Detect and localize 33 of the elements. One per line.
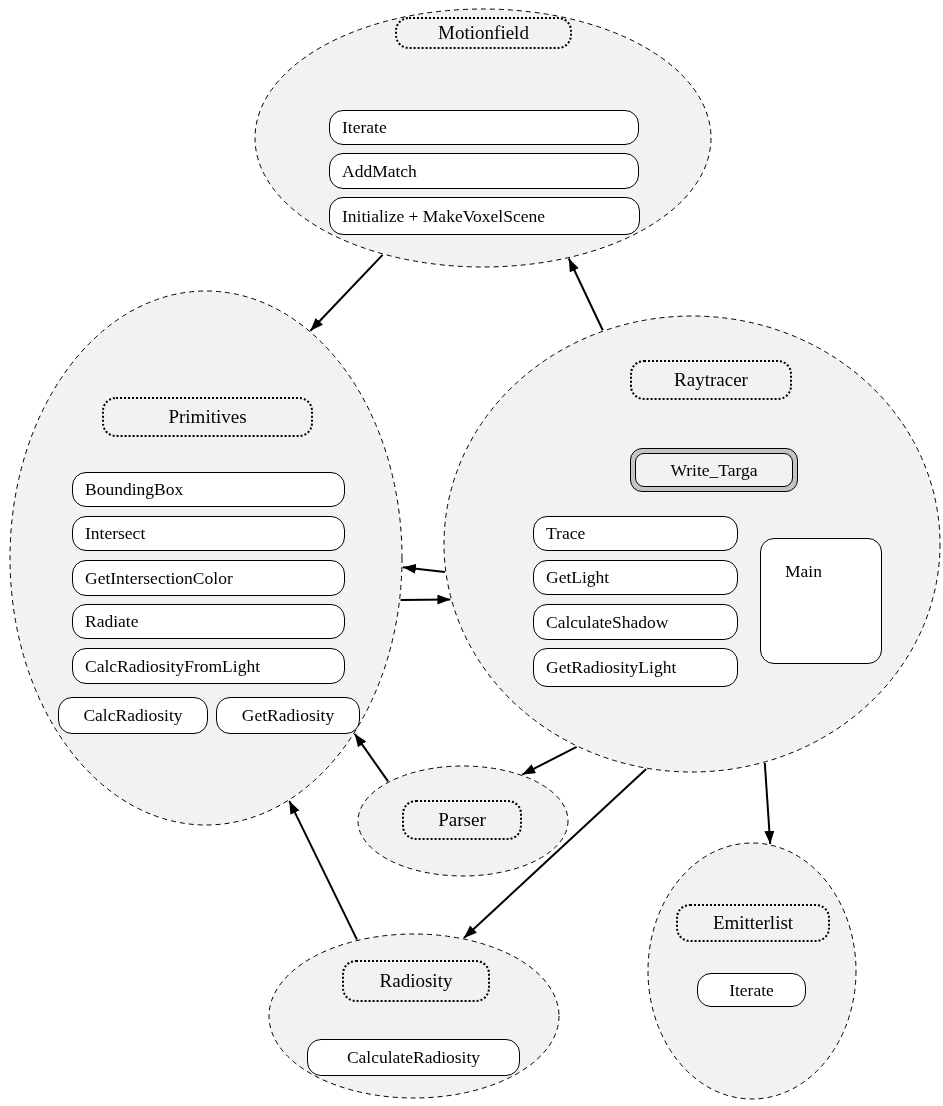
function-box: Radiate — [72, 604, 345, 639]
output-function-box: Write_Targa — [630, 448, 798, 492]
module-title: Emitterlist — [676, 904, 830, 942]
module-title: Parser — [402, 800, 522, 840]
arrow — [309, 253, 384, 332]
module-title: Motionfield — [395, 17, 572, 49]
arrow — [399, 594, 452, 605]
arrow — [763, 762, 775, 845]
function-box: BoundingBox — [72, 472, 345, 507]
function-box: Initialize + MakeVoxelScene — [329, 197, 640, 235]
function-box: Iterate — [697, 973, 806, 1007]
function-box: GetRadiosity — [216, 697, 360, 734]
function-box: CalcRadiosity — [58, 697, 208, 734]
function-box: Iterate — [329, 110, 639, 145]
module-title: Primitives — [102, 397, 313, 437]
arrow — [521, 745, 578, 776]
main-function-box: Main — [760, 538, 882, 664]
function-box: Intersect — [72, 516, 345, 551]
function-box: CalcRadiosityFromLight — [72, 648, 345, 684]
module-title: Radiosity — [342, 960, 490, 1002]
function-box: CalculateShadow — [533, 604, 738, 640]
function-box: GetRadiosityLight — [533, 648, 738, 687]
function-box: GetIntersectionColor — [72, 560, 345, 596]
arrow — [353, 732, 390, 783]
arrow — [401, 563, 446, 574]
arrow — [288, 799, 358, 941]
function-box: GetLight — [533, 560, 738, 595]
function-box: CalculateRadiosity — [307, 1039, 520, 1076]
arrow — [462, 768, 648, 939]
module-title: Raytracer — [630, 360, 792, 400]
function-box: AddMatch — [329, 153, 639, 189]
function-box: Trace — [533, 516, 738, 551]
arrow — [567, 257, 604, 332]
